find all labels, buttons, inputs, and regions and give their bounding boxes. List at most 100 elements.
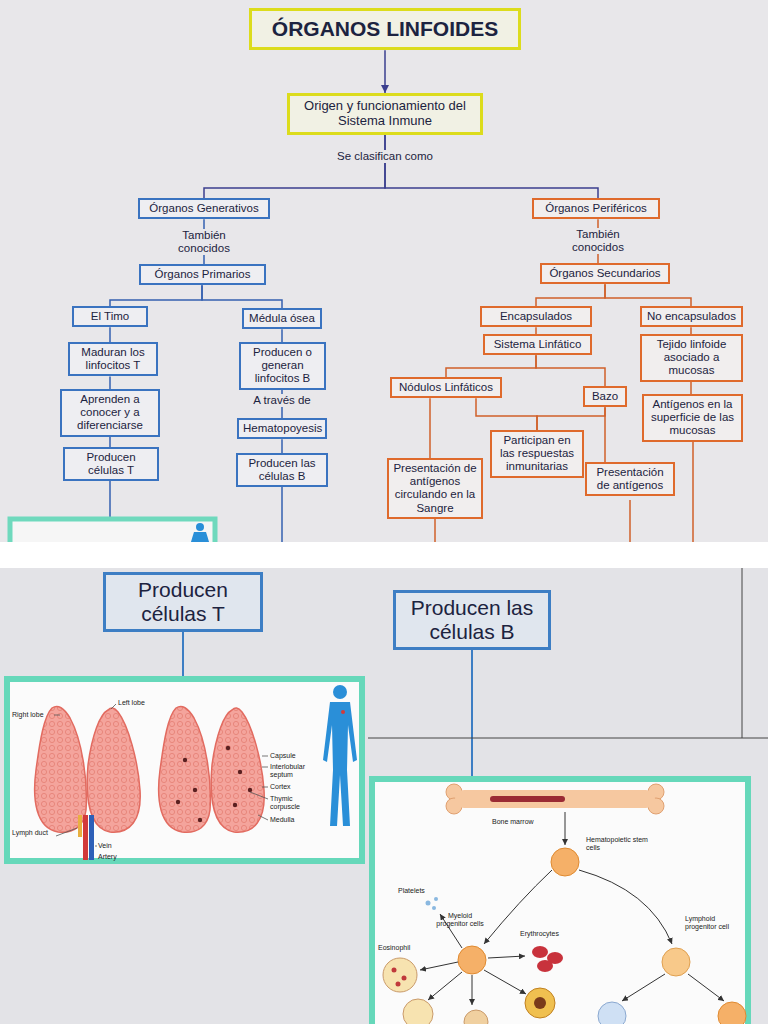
arrow xyxy=(420,962,458,970)
node-text: Órganos Periféricos xyxy=(538,202,654,215)
connector xyxy=(476,398,537,430)
vein xyxy=(89,815,94,860)
leader-line xyxy=(250,792,268,799)
edge-label: A través de xyxy=(251,394,313,407)
leader-line xyxy=(368,738,768,739)
node-text: Producen células T xyxy=(112,578,254,626)
bone-marrow xyxy=(490,796,565,802)
leader-line xyxy=(111,704,116,709)
myeloid-cell xyxy=(458,946,486,974)
leader-line xyxy=(742,568,743,738)
connector xyxy=(385,135,598,198)
arrow xyxy=(622,974,665,1001)
node-text: Órganos Secundarios xyxy=(546,267,664,280)
part-label: Artery xyxy=(98,853,128,861)
platelet xyxy=(434,897,438,901)
node-text: Producen las células B xyxy=(242,457,322,483)
title-box: ÓRGANOS LINFOIDES xyxy=(249,8,521,50)
erythrocyte xyxy=(537,960,553,972)
connector xyxy=(429,398,431,458)
arrow xyxy=(440,914,462,948)
node-text: Antígenos en la superficie de las mucosa… xyxy=(648,398,737,438)
thymic-corpuscle xyxy=(193,788,197,792)
node-text: Tejido linfoide asociado a mucosas xyxy=(646,338,737,378)
concept-box: Participan en las respuestas inmunitaria… xyxy=(490,430,584,478)
erythrocyte xyxy=(532,946,548,958)
connector xyxy=(204,135,385,198)
concept-box: Presentación de antígenos circulando en … xyxy=(387,458,483,519)
node-text: Origen y funcionamiento del Sistema Inmu… xyxy=(296,99,474,129)
arrow xyxy=(488,956,525,958)
blood-cell xyxy=(598,1002,626,1024)
concept-box: Hematopoyesis xyxy=(237,418,327,439)
connector xyxy=(536,355,605,386)
part-label: Bone marrow xyxy=(492,818,562,826)
node-text: Hematopoyesis xyxy=(243,422,321,435)
edge-label: También conocidos xyxy=(563,228,633,254)
connector xyxy=(535,327,537,334)
node-text: No encapsulados xyxy=(646,310,737,323)
thymus-lobe-section xyxy=(211,708,264,832)
concept-box: Origen y funcionamiento del Sistema Inmu… xyxy=(287,93,483,135)
part-label: Platelets xyxy=(398,887,448,895)
blood-cell xyxy=(464,1010,488,1024)
thymus-lobe xyxy=(87,708,140,832)
concept-box: Producen las células B xyxy=(393,590,551,650)
node-text: Aprenden a conocer y a diferenciarse xyxy=(66,393,154,433)
part-label: Hematopoietic stem cells xyxy=(586,836,658,852)
concept-box: Bazo xyxy=(583,386,627,407)
bone xyxy=(455,790,655,808)
node-text: Encapsulados xyxy=(486,310,586,323)
arrow xyxy=(484,970,526,994)
node-text: Médula ósea xyxy=(248,312,316,325)
leader-line xyxy=(281,480,283,542)
artery xyxy=(83,815,88,860)
blood-cell xyxy=(718,1002,746,1024)
part-label: Interlobular septum xyxy=(270,763,314,779)
part-label: Eosinophil xyxy=(378,944,428,952)
connector xyxy=(110,285,202,306)
arrow xyxy=(565,812,566,845)
concept-box: Maduran los linfocitos T xyxy=(68,342,158,376)
concept-box: No encapsulados xyxy=(640,306,743,327)
thymic-corpuscle xyxy=(238,770,242,774)
connector xyxy=(446,355,536,377)
connector xyxy=(202,285,282,308)
node-text: Bazo xyxy=(589,390,621,403)
concept-box: Órganos Secundarios xyxy=(540,263,670,284)
connector xyxy=(536,284,605,306)
thymus-lobe xyxy=(35,706,87,832)
part-label: Medulla xyxy=(270,816,314,824)
node-text: Nódulos Linfáticos xyxy=(396,381,496,394)
blood-cell-nucleus xyxy=(534,997,546,1009)
leader-line xyxy=(629,500,631,542)
photo-ground xyxy=(0,0,768,542)
node-text: Sistema Linfático xyxy=(489,338,586,351)
concept-box: Sistema Linfático xyxy=(483,334,592,355)
human-figure xyxy=(323,702,357,826)
node-text: Órganos Generativos xyxy=(144,202,264,215)
concept-box: Producen las células B xyxy=(236,453,328,487)
human-figure xyxy=(333,685,347,699)
concept-box: Aprenden a conocer y a diferenciarse xyxy=(60,389,160,437)
blood-cell xyxy=(525,988,555,1018)
connector xyxy=(109,376,111,389)
connector xyxy=(690,382,692,394)
node-text: Participan en las respuestas inmunitaria… xyxy=(496,434,578,474)
node-text: Producen o generan linfocitos B xyxy=(245,346,320,386)
part-label: Erythrocytes xyxy=(520,930,580,938)
arrow xyxy=(688,974,724,1001)
part-label: Lymph duct xyxy=(12,829,56,837)
part-label: Capsule xyxy=(270,752,314,760)
thymic-corpuscle xyxy=(233,803,237,807)
part-label: Thymic corpuscle xyxy=(270,795,314,811)
lymph-duct xyxy=(78,815,82,837)
connector xyxy=(604,407,606,462)
concept-box: Órganos Generativos xyxy=(138,198,270,219)
concept-box: Médula ósea xyxy=(242,308,322,329)
connector xyxy=(605,284,691,306)
illustration-frame xyxy=(372,779,748,1024)
part-label: Vein xyxy=(98,842,128,850)
leader-line xyxy=(262,787,268,788)
part-label: Left lobe xyxy=(118,699,158,707)
